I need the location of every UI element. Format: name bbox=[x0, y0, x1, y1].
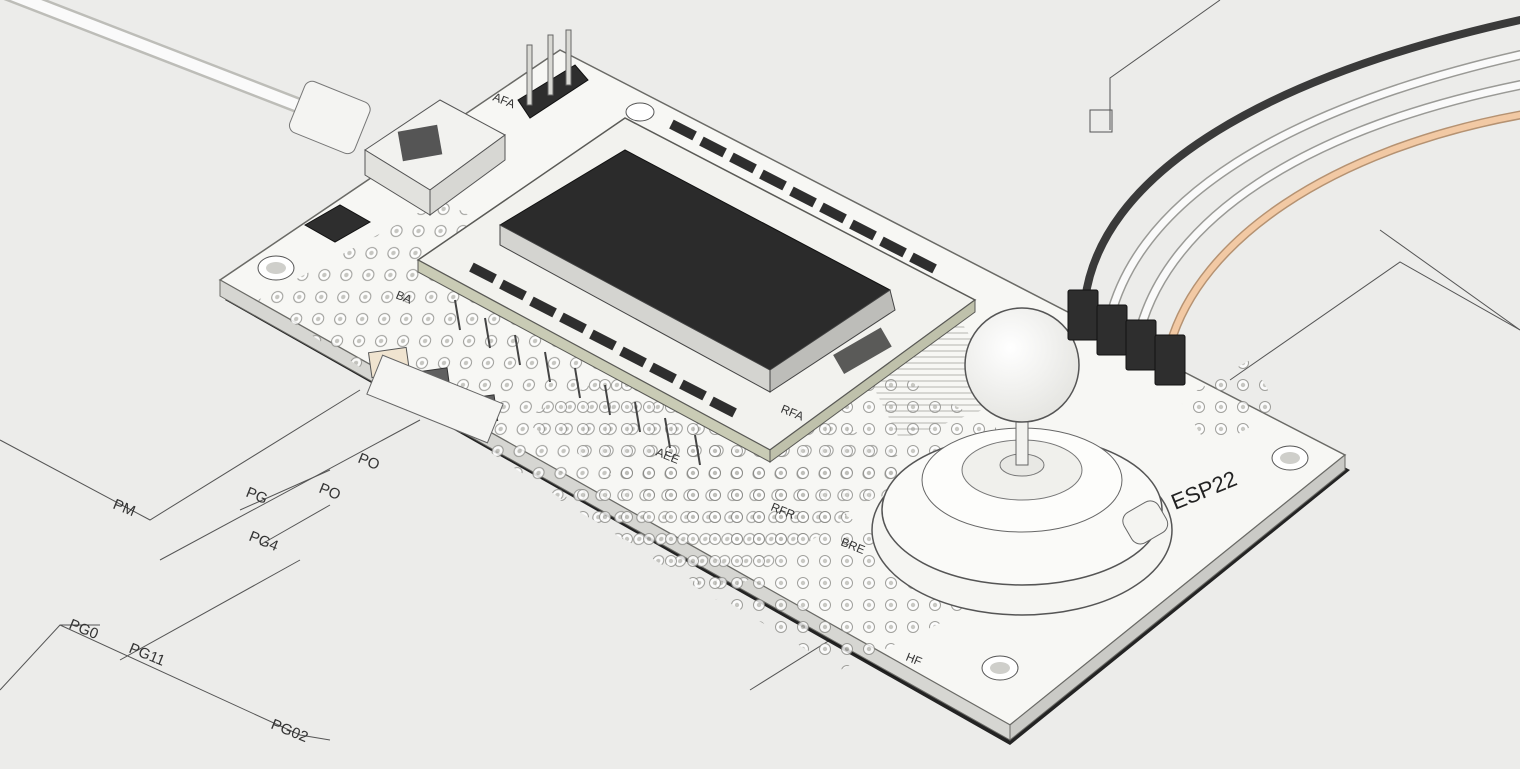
pin-label-5: PG4 bbox=[247, 528, 281, 555]
pin-label-8: PG02 bbox=[269, 716, 311, 746]
pin-label-6: PG0 bbox=[67, 616, 101, 643]
pin-label-2: PG bbox=[244, 484, 270, 508]
pin-header bbox=[517, 29, 589, 119]
usb-connector bbox=[364, 99, 506, 216]
ic-chip bbox=[303, 204, 372, 243]
pin-label-4: PO bbox=[317, 480, 343, 504]
silk-left-chip: BA bbox=[394, 288, 414, 307]
pin-label-1: PM bbox=[111, 496, 138, 520]
module-legs bbox=[454, 299, 701, 466]
wire-connectors bbox=[1067, 289, 1186, 386]
silk-board-mark-4: HF bbox=[904, 650, 924, 669]
pin-label-3: PO bbox=[356, 450, 382, 474]
display-module bbox=[416, 117, 977, 463]
usb-cable bbox=[3, 0, 371, 155]
joystick-icon bbox=[871, 307, 1173, 616]
smd-components bbox=[366, 346, 504, 444]
sensor-wires bbox=[1081, 16, 1520, 350]
